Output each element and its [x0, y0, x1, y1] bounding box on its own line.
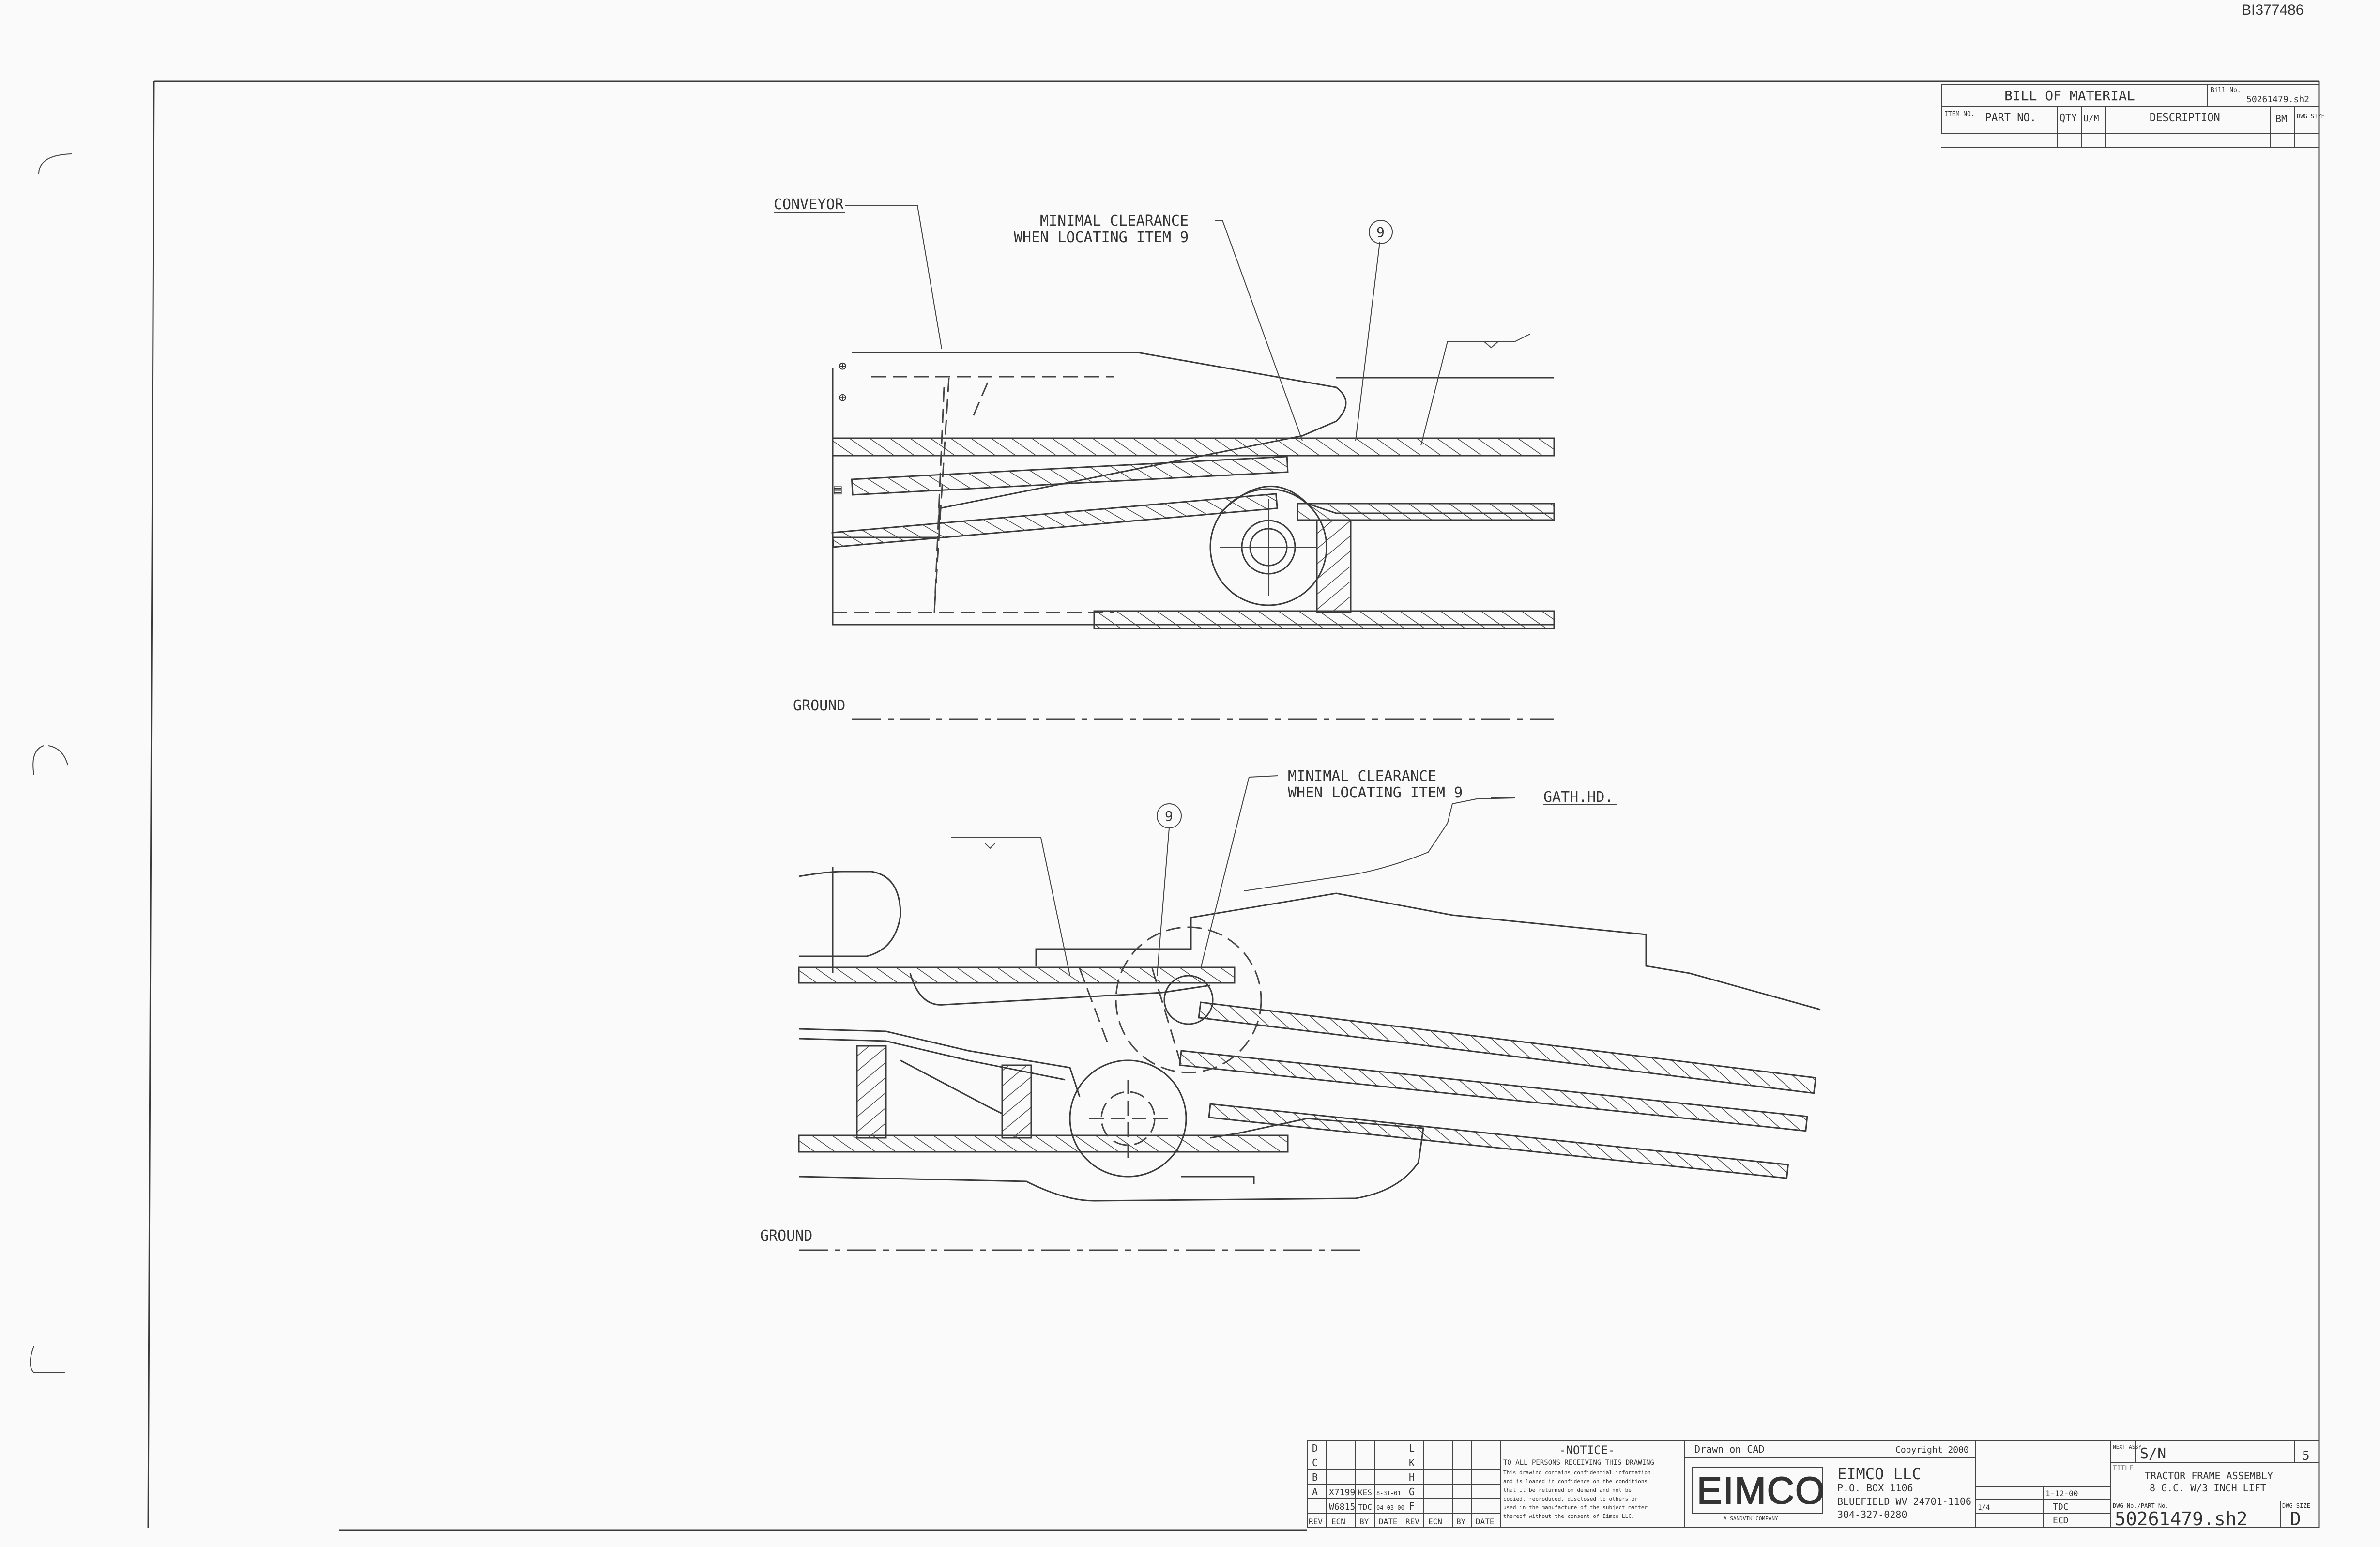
notice-line-3: and is loaned in confidence on the condi…: [1503, 1478, 1648, 1485]
eimco-logo-frame: [1692, 1467, 1823, 1514]
rev-hdr-date-2: DATE: [1476, 1517, 1495, 1526]
rev-a-by: KES: [1358, 1488, 1372, 1497]
dwg-size-label: DWG SIZE: [2282, 1502, 2310, 1509]
document-id: BI377486: [2242, 2, 2304, 18]
rev-a-ecn: X7199: [1329, 1487, 1355, 1498]
notice-line-1: TO ALL PERSONS RECEIVING THIS DRAWING: [1503, 1459, 1654, 1467]
notice-line-6: used in the manufacture of the subject m…: [1503, 1504, 1648, 1511]
rev-row-h: H: [1409, 1471, 1415, 1483]
notice-line-2: This drawing contains confidential infor…: [1503, 1470, 1651, 1476]
bottom-clearance-label-1: MINIMAL CLEARANCE: [1288, 768, 1436, 785]
top-view: ⊕ ⊕ ▤ CONVEYOR MINIMAL CLEARANCE WHEN LO…: [774, 196, 1555, 720]
title-block: D C B A L K H G F X7199 KES 8-31-01 W681…: [1307, 1440, 2319, 1530]
drawn-on-cad: Drawn on CAD: [1694, 1443, 1765, 1455]
company-phone: 304-327-0280: [1837, 1509, 1907, 1520]
rev-row-b: B: [1312, 1471, 1318, 1483]
company-address-1: P.O. BOX 1106: [1837, 1482, 1913, 1494]
bom-col-description: DESCRIPTION: [2150, 112, 2220, 124]
binder-mark: [38, 153, 72, 175]
svg-text:▤: ▤: [834, 481, 842, 497]
rev-row-k: K: [1409, 1457, 1415, 1469]
svg-text:⊕: ⊕: [839, 358, 847, 374]
dwg-no: 50261479.sh2: [2115, 1508, 2248, 1530]
rev-hdr-date: DATE: [1379, 1517, 1398, 1526]
rev-row-g: G: [1409, 1486, 1415, 1498]
top-clearance-label-2: WHEN LOCATING ITEM 9: [1014, 229, 1189, 246]
checked-by: ECD: [2053, 1516, 2069, 1526]
binder-mark: [30, 1346, 65, 1373]
rev-hdr-by-2: BY: [1456, 1517, 1466, 1526]
top-clearance-label-1: MINIMAL CLEARANCE: [1040, 213, 1189, 230]
notice-line-5: copied, reproduced, disclosed to others …: [1503, 1496, 1638, 1502]
bom-col-bm: BM: [2275, 113, 2287, 124]
rev-hdr-ecn: ECN: [1331, 1517, 1345, 1526]
rev-hdr-by: BY: [1359, 1517, 1369, 1526]
rev-row-l: L: [1409, 1442, 1415, 1454]
eimco-logo: EIMCO: [1697, 1469, 1826, 1512]
rev-hdr-rev: REV: [1309, 1517, 1323, 1526]
bom-col-qty: QTY: [2060, 112, 2077, 123]
bill-of-material: BILL OF MATERIAL Bill No. 50261479.sh2 I…: [1941, 84, 2325, 148]
svg-text:⊕: ⊕: [839, 389, 847, 405]
rev-0-date: 04-03-00: [1376, 1504, 1404, 1511]
sheet-value: 5: [2302, 1449, 2310, 1463]
rev-hdr-rev-2: REV: [1405, 1517, 1419, 1526]
next-assy-label: NEXT ASSY.: [2113, 1444, 2145, 1450]
bom-col-size: DWG SIZE: [2297, 113, 2325, 120]
rev-row-f: F: [1409, 1501, 1415, 1512]
rev-0-by: TDC: [1358, 1502, 1372, 1512]
company-name: EIMCO LLC: [1837, 1465, 1921, 1483]
conveyor-label: CONVEYOR: [774, 196, 844, 213]
bom-bill-no-label: Bill No.: [2211, 87, 2241, 94]
scale-value: 1/4: [1978, 1504, 1990, 1512]
notice-line-4: that it be returned on demand and not be: [1503, 1487, 1632, 1493]
title-line-1: TRACTOR FRAME ASSEMBLY: [2145, 1470, 2273, 1482]
bom-col-part: PART NO.: [1985, 112, 2036, 124]
rev-row-c: C: [1312, 1457, 1318, 1469]
date-value: 1-12-00: [2045, 1489, 2078, 1498]
bom-title: BILL OF MATERIAL: [2004, 88, 2135, 104]
title-label: TITLE: [2113, 1465, 2133, 1472]
binder-mark: [32, 745, 68, 775]
bottom-item-balloon: 9: [1165, 808, 1173, 824]
title-line-2: 8 G.C. W/3 INCH LIFT: [2150, 1482, 2266, 1494]
bom-bill-no: 50261479.sh2: [2246, 94, 2309, 105]
rev-hdr-ecn-2: ECN: [1428, 1517, 1442, 1526]
next-assy-value: S/N: [2140, 1445, 2166, 1462]
bottom-view: MINIMAL CLEARANCE WHEN LOCATING ITEM 9 9…: [760, 768, 1821, 1251]
rev-0-ecn: W6815: [1329, 1502, 1355, 1512]
notice-line-7: thereof without the consent of Eimco LLC…: [1503, 1513, 1635, 1519]
logo-sub: A SANDVIK COMPANY: [1724, 1516, 1778, 1522]
dwg-no-label: DWG No./PART No.: [2113, 1502, 2169, 1509]
top-ground-label: GROUND: [793, 697, 845, 714]
bottom-clearance-label-2: WHEN LOCATING ITEM 9: [1288, 784, 1463, 801]
drawn-by: TDC: [2053, 1502, 2069, 1512]
dwg-size: D: [2290, 1508, 2301, 1530]
sheet-border: [147, 80, 2320, 1528]
top-item-balloon: 9: [1376, 224, 1385, 240]
rev-row-a: A: [1312, 1486, 1318, 1498]
bom-col-item: ITEM NO.: [1944, 111, 1975, 118]
gath-hd-label: GATH.HD.: [1543, 789, 1614, 806]
bom-col-um: U/M: [2083, 113, 2099, 123]
rev-a-date: 8-31-01: [1376, 1490, 1401, 1497]
bottom-ground-label: GROUND: [760, 1227, 812, 1244]
company-address-2: BLUEFIELD WV 24701-1106: [1837, 1496, 1971, 1507]
rev-row-d: D: [1312, 1442, 1318, 1454]
copyright: Copyright 2000: [1895, 1445, 1969, 1455]
notice-title: -NOTICE-: [1559, 1443, 1615, 1457]
